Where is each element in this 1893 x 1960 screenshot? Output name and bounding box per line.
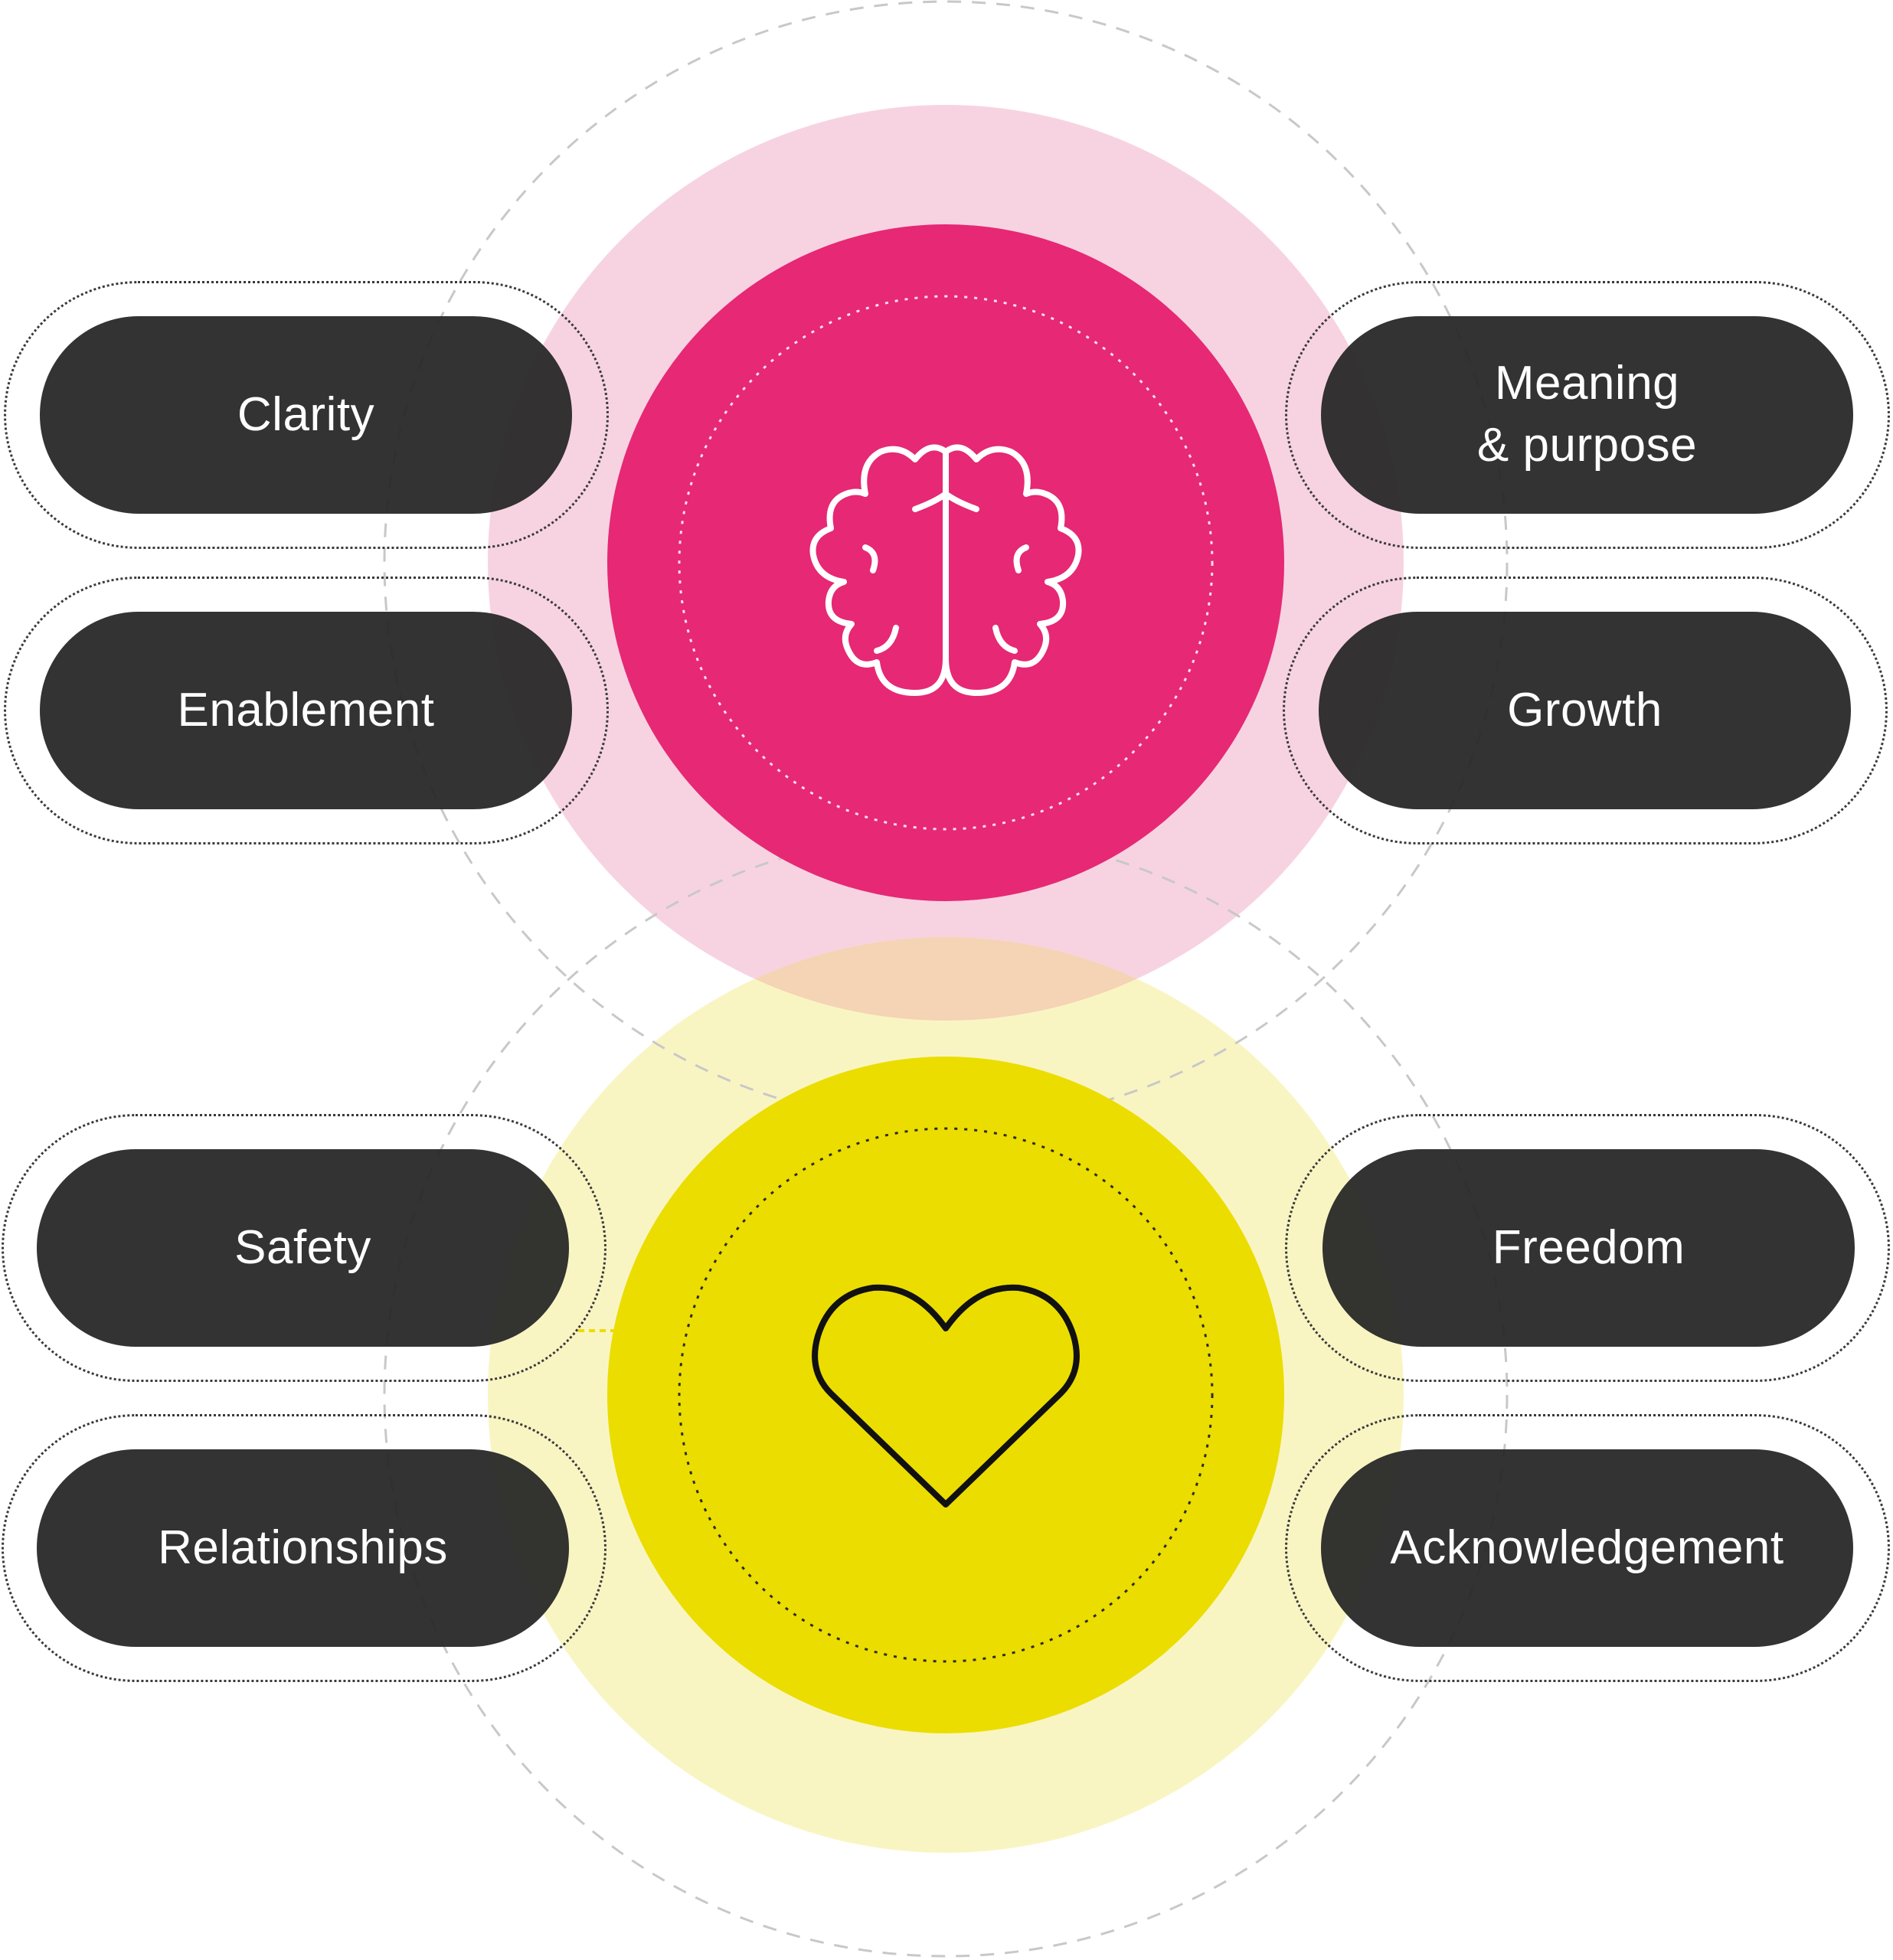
meaning-purpose-pill: Meaning & purpose [1321,316,1853,514]
top-dashed-outer-ring [383,0,1509,1125]
enablement-pill-ring [4,577,609,844]
yellow-inner-dotted-ring [678,1127,1214,1663]
meaning-label-line1: Meaning [1494,357,1680,410]
enablement-label: Enablement [177,683,435,737]
clarity-pill: Clarity [40,316,572,514]
safety-label: Safety [234,1220,371,1274]
pink-inner-dotted-ring [678,295,1214,831]
freedom-label: Freedom [1492,1220,1685,1274]
growth-pill-ring [1283,577,1888,844]
acknowledgement-pill-ring [1285,1414,1890,1682]
acknowledgement-label: Acknowledgement [1390,1521,1784,1574]
freedom-pill-ring [1285,1114,1890,1382]
relationships-pill-ring [2,1414,606,1682]
freedom-pill: Freedom [1322,1149,1855,1347]
brain-icon [809,444,1082,696]
acknowledgement-pill: Acknowledgement [1321,1449,1853,1647]
clarity-label: Clarity [237,387,375,441]
growth-pill: Growth [1319,612,1851,809]
meaning-pill-ring [1285,281,1890,549]
clarity-pill-ring [4,281,609,549]
meaning-label-line2: & purpose [1476,419,1698,472]
bottom-dashed-outer-ring [383,832,1509,1958]
safety-pill-ring [2,1114,606,1382]
relationships-label: Relationships [158,1521,448,1574]
heart-icon [812,1284,1080,1508]
growth-label: Growth [1507,683,1663,737]
safety-pill: Safety [37,1149,569,1347]
enablement-pill: Enablement [40,612,572,809]
relationships-pill: Relationships [37,1449,569,1647]
yellow-inner-circle [607,1057,1284,1733]
